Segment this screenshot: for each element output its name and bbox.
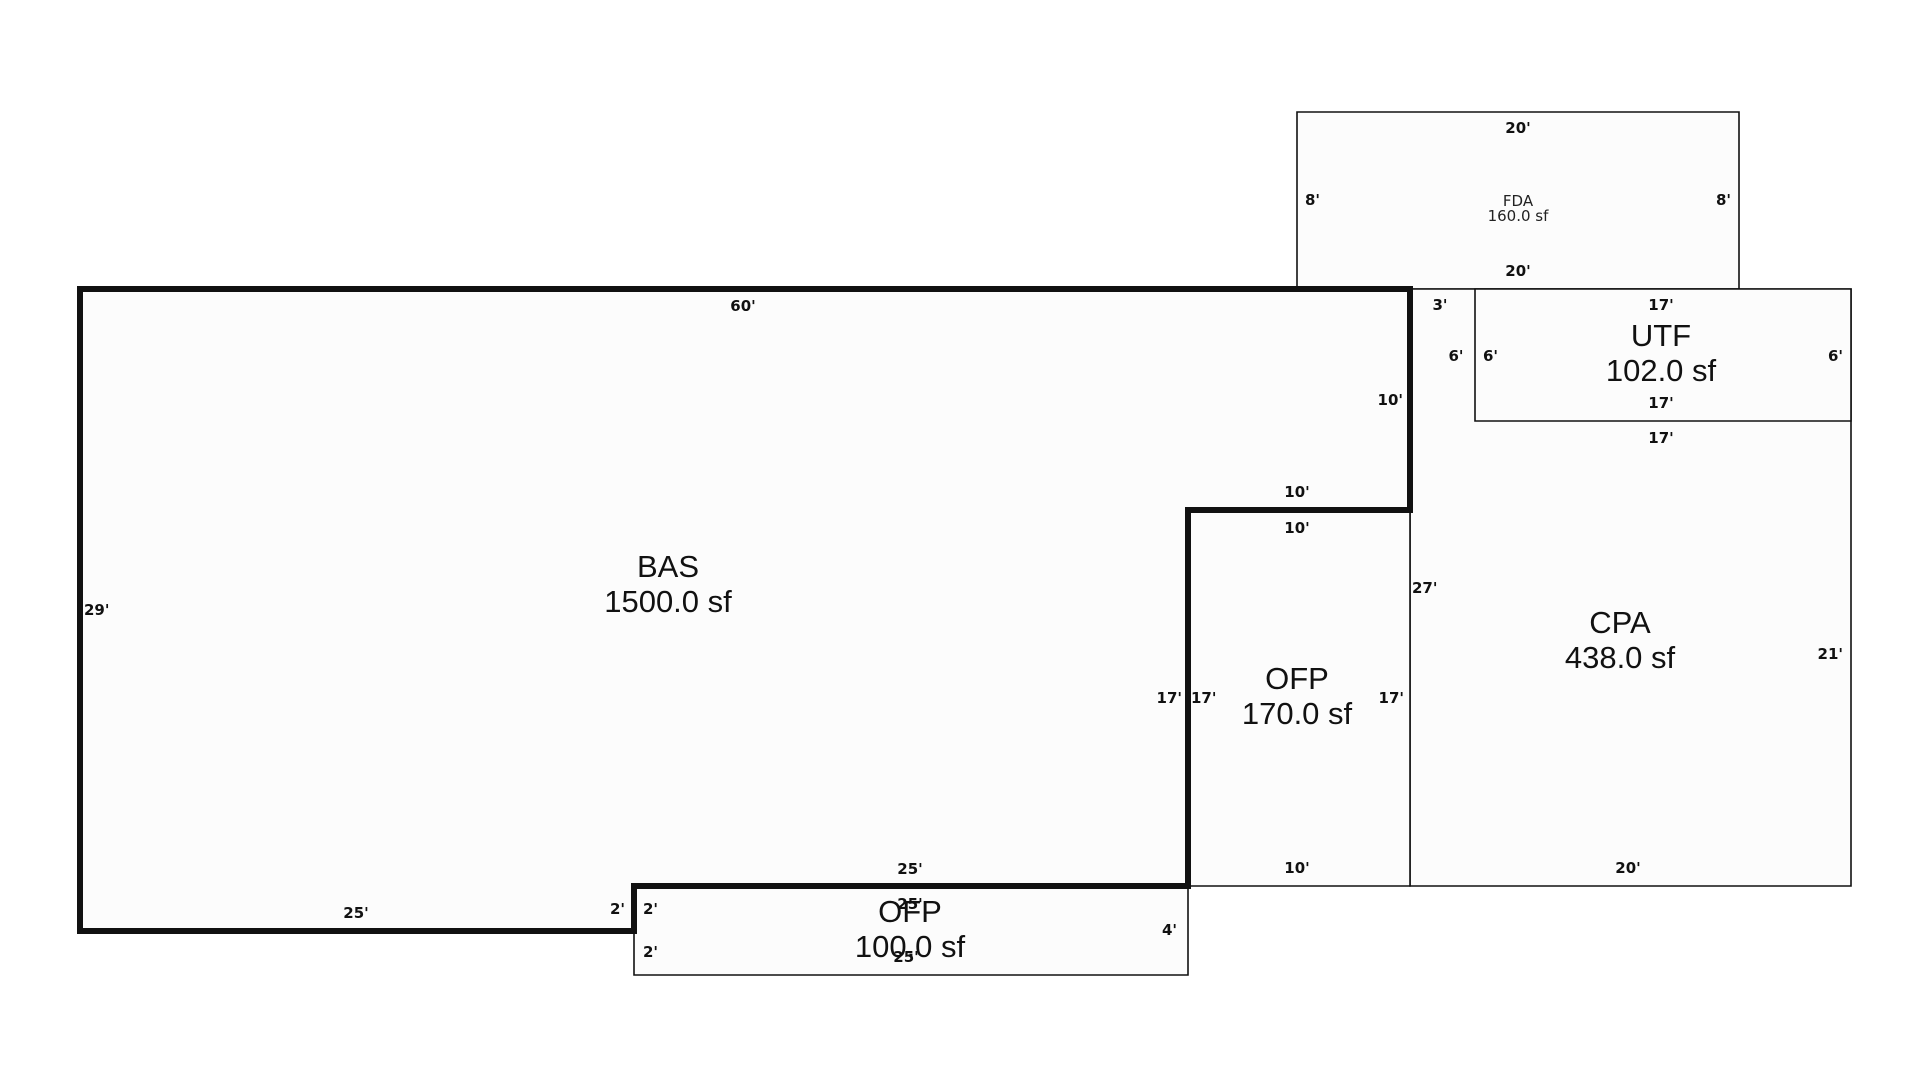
utf-right-dimension: 6' — [1828, 347, 1843, 365]
fda-left-dimension: 8' — [1305, 191, 1320, 209]
cpa-area[interactable]: CPA 438.0 sf 3' 6' 17' 27' 21' 20' — [1409, 288, 1852, 887]
bas-inner-vertical-dimension: 17' — [1157, 689, 1182, 707]
ofp-front-code-label: OFP — [878, 894, 942, 929]
cpa-size-label: 438.0 sf — [1565, 640, 1676, 675]
ofp-front-left-upper-dimension: 2' — [643, 900, 658, 918]
bas-area[interactable]: BAS 1500.0 sf 60' 29' 25' 2' 25' 17' 10'… — [77, 286, 1413, 934]
bas-step-top-dimension: 10' — [1284, 483, 1309, 501]
fda-top-dimension: 20' — [1505, 119, 1530, 137]
utf-bottom-dimension: 17' — [1648, 394, 1673, 412]
utf-code-label: UTF — [1631, 318, 1691, 353]
bas-bottom-mid-dimension: 25' — [897, 860, 922, 878]
cpa-bottom-dimension: 20' — [1615, 859, 1640, 877]
ofp-side-top-dimension: 10' — [1284, 519, 1309, 537]
ofp-side-code-label: OFP — [1265, 661, 1329, 696]
bas-bottom-left-dimension: 25' — [343, 904, 368, 922]
bas-code-label: BAS — [637, 549, 699, 584]
ofp-front-left-lower-dimension: 2' — [643, 943, 658, 961]
fda-code-label: FDA — [1503, 192, 1534, 210]
fda-bottom-dimension: 20' — [1505, 262, 1530, 280]
ofp-front-area[interactable]: OFP 100.0 sf 25' 25' 2' 2' 4' — [633, 885, 1189, 976]
bas-outline — [77, 286, 1413, 934]
utf-left-dimension: 6' — [1483, 347, 1498, 365]
bas-step-small-dimension: 2' — [610, 900, 625, 918]
utf-area[interactable]: UTF 102.0 sf 17' 17' 6' 6' — [1474, 288, 1852, 422]
ofp-front-right-dimension: 4' — [1162, 921, 1177, 939]
utf-outline — [1474, 288, 1852, 422]
bas-right-dimension: 10' — [1378, 391, 1403, 409]
bas-left-dimension: 29' — [84, 601, 109, 619]
ofp-side-size-label: 170.0 sf — [1242, 696, 1353, 731]
cpa-gap-side-dimension: 6' — [1448, 347, 1463, 365]
cpa-right-dimension: 21' — [1818, 645, 1843, 663]
bas-top-dimension: 60' — [730, 297, 755, 315]
cpa-left-dimension: 27' — [1412, 579, 1437, 597]
ofp-front-size-label: 100.0 sf — [855, 929, 966, 964]
fda-size-label: 160.0 sf — [1488, 207, 1550, 225]
ofp-front-bottom-dimension: 25' — [893, 948, 918, 966]
fda-right-dimension: 8' — [1716, 191, 1731, 209]
cpa-code-label: CPA — [1589, 605, 1651, 640]
ofp-front-top-dimension: 25' — [897, 895, 922, 913]
ofp-side-left-dimension: 17' — [1191, 689, 1216, 707]
ofp-side-bottom-dimension: 10' — [1284, 859, 1309, 877]
fda-area[interactable]: FDA 160.0 sf 20' 20' 8' 8' — [1296, 111, 1740, 290]
ofp-side-area[interactable]: OFP 170.0 sf 10' 17' 17' 10' — [1187, 509, 1411, 887]
cpa-top-dimension: 17' — [1648, 429, 1673, 447]
utf-size-label: 102.0 sf — [1606, 353, 1717, 388]
utf-top-dimension: 17' — [1648, 296, 1673, 314]
bas-size-label: 1500.0 sf — [604, 584, 732, 619]
ofp-side-right-dimension: 17' — [1379, 689, 1404, 707]
cpa-gap-top-dimension: 3' — [1432, 296, 1447, 314]
